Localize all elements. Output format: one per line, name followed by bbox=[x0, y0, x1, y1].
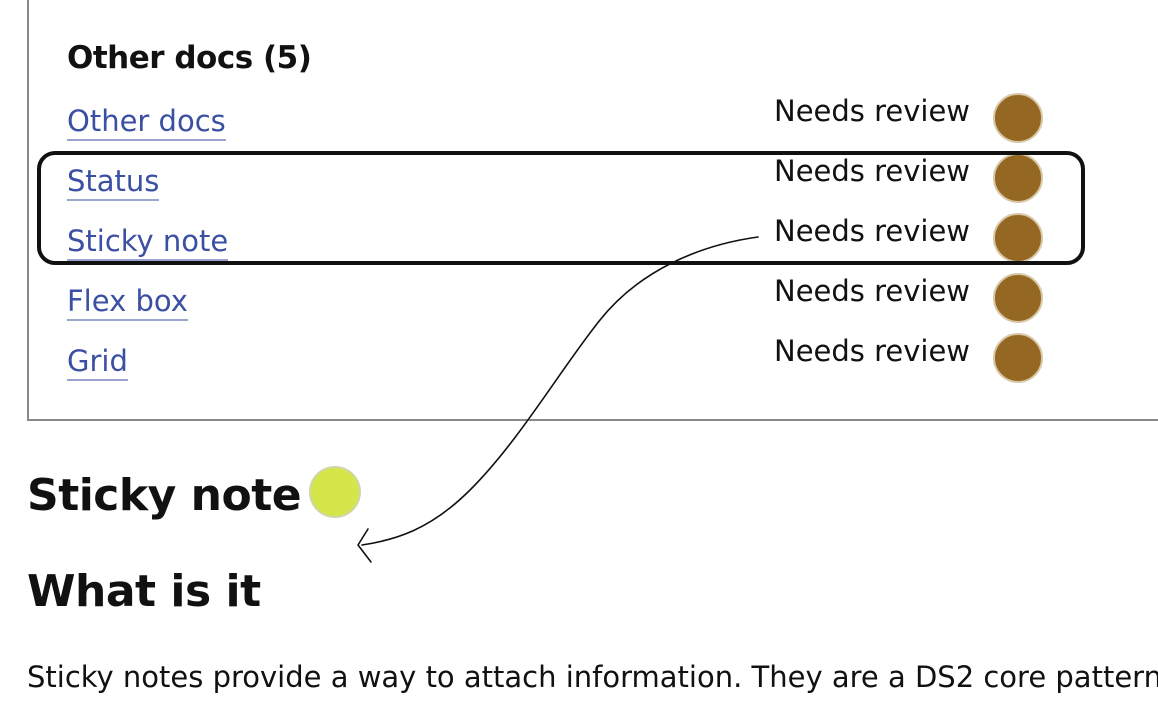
status-label: Needs review bbox=[774, 214, 971, 248]
doc-link-status[interactable]: Status bbox=[67, 164, 160, 201]
doc-row: Flex box Needs review bbox=[0, 273, 1158, 340]
section-heading: What is it bbox=[27, 566, 261, 617]
status-dot-icon bbox=[993, 213, 1043, 263]
status-label: Needs review bbox=[774, 154, 971, 188]
description-paragraph: Sticky notes provide a way to attach inf… bbox=[27, 660, 1158, 694]
status-dot-icon bbox=[993, 93, 1043, 143]
status-dot-icon bbox=[993, 333, 1043, 383]
doc-link-grid[interactable]: Grid bbox=[67, 344, 128, 381]
other-docs-heading: Other docs (5) bbox=[67, 40, 312, 76]
status-label: Needs review bbox=[774, 274, 971, 308]
doc-link-flex-box[interactable]: Flex box bbox=[67, 284, 188, 321]
doc-link-other-docs[interactable]: Other docs bbox=[67, 104, 226, 141]
status-indicator-icon bbox=[309, 466, 361, 518]
page-title: Sticky note bbox=[27, 470, 302, 521]
doc-row: Other docs Needs review bbox=[0, 93, 1158, 160]
status-dot-icon bbox=[993, 273, 1043, 323]
doc-row: Status Needs review bbox=[0, 153, 1158, 220]
doc-row: Sticky note Needs review bbox=[0, 213, 1158, 280]
doc-link-sticky-note[interactable]: Sticky note bbox=[67, 224, 229, 261]
doc-row: Grid Needs review bbox=[0, 333, 1158, 400]
status-dot-icon bbox=[993, 153, 1043, 203]
status-label: Needs review bbox=[774, 334, 971, 368]
status-label: Needs review bbox=[774, 94, 971, 128]
